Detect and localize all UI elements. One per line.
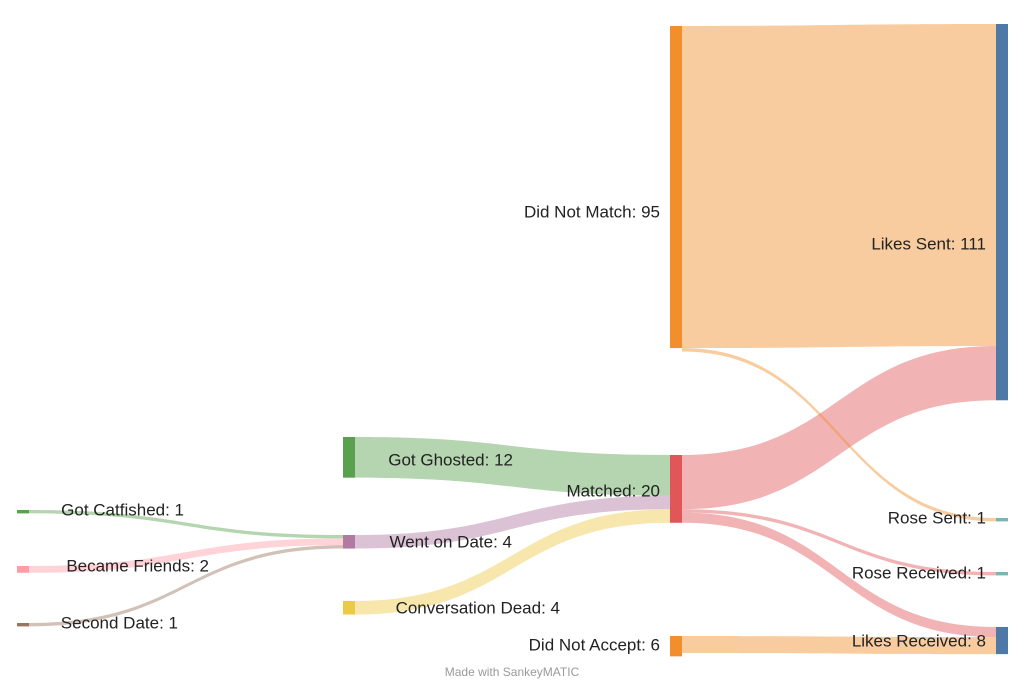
sankey-label-matched: Matched: 20	[566, 481, 660, 500]
sankey-node-got_catfished	[17, 510, 29, 514]
sankey-node-likes_sent	[996, 24, 1008, 401]
sankey-link-rose_received-to-matched	[682, 509, 996, 576]
sankey-label-got_ghosted: Got Ghosted: 12	[388, 450, 513, 469]
sankey-node-likes_received	[996, 627, 1008, 655]
sankey-node-got_ghosted	[343, 437, 355, 478]
sankey-link-rose_sent-to-did_not_match	[682, 348, 996, 522]
sankey-node-went_on_date	[343, 535, 355, 549]
sankey-label-did_not_match: Did Not Match: 95	[524, 202, 660, 221]
sankey-link-went_on_date-to-second_date	[29, 545, 343, 627]
sankey-label-likes_received: Likes Received: 8	[852, 631, 986, 650]
sankey-label-rose_received: Rose Received: 1	[852, 563, 986, 582]
sankey-label-conversation_dead: Conversation Dead: 4	[396, 598, 560, 617]
sankey-label-became_friends: Became Friends: 2	[66, 556, 209, 575]
sankey-link-matched-to-went_on_date	[355, 495, 670, 549]
sankey-label-rose_sent: Rose Sent: 1	[888, 508, 986, 527]
sankey-link-likes_sent-to-did_not_match	[682, 24, 996, 349]
sankey-links	[29, 24, 996, 655]
sankey-node-became_friends	[17, 566, 29, 573]
sankey-label-did_not_accept: Did Not Accept: 6	[529, 635, 660, 654]
sankey-node-matched	[670, 455, 682, 523]
sankey-label-second_date: Second Date: 1	[61, 613, 178, 632]
sankey-link-went_on_date-to-became_friends	[29, 538, 343, 573]
sankey-credit: Made with SankeyMATIC	[445, 665, 580, 679]
sankey-link-matched-to-conversation_dead	[355, 509, 670, 615]
sankey-node-did_not_accept	[670, 636, 682, 657]
sankey-node-rose_sent	[996, 518, 1008, 522]
sankey-link-likes_received-to-did_not_accept	[682, 636, 996, 655]
sankey-node-did_not_match	[670, 26, 682, 349]
sankey-node-second_date	[17, 623, 29, 627]
sankey-label-got_catfished: Got Catfished: 1	[61, 500, 184, 519]
sankey-link-went_on_date-to-got_catfished	[29, 510, 343, 539]
sankey-node-rose_received	[996, 572, 1008, 576]
sankey-link-likes_sent-to-matched	[682, 346, 996, 510]
sankey-node-conversation_dead	[343, 601, 355, 615]
sankey-link-likes_received-to-matched	[682, 512, 996, 638]
sankey-link-matched-to-got_ghosted	[355, 437, 670, 496]
sankey-label-likes_sent: Likes Sent: 111	[871, 234, 986, 253]
sankey-label-went_on_date: Went on Date: 4	[389, 532, 512, 551]
